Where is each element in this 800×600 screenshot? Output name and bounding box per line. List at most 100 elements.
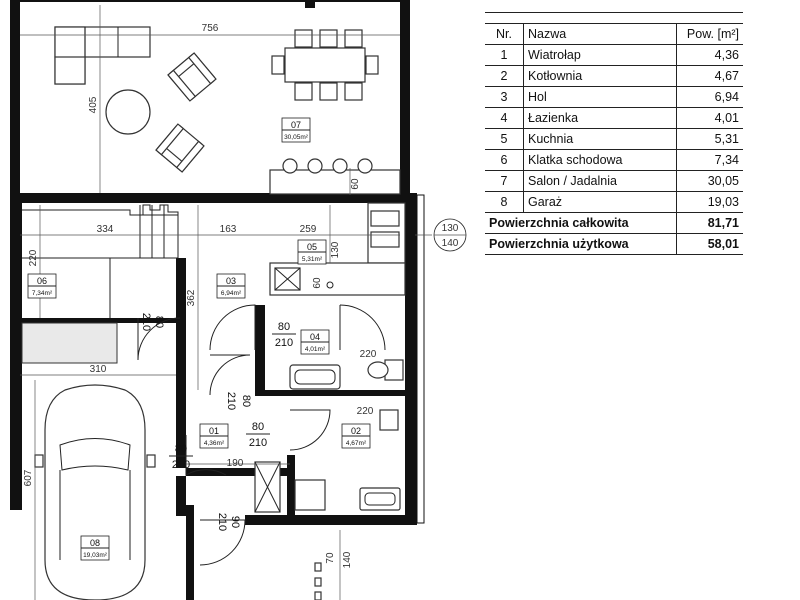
wall-bath-west xyxy=(255,305,265,390)
door-label: 80 210 xyxy=(169,443,193,471)
sofa-icon xyxy=(54,26,151,85)
svg-text:210: 210 xyxy=(225,392,237,410)
room-label-06: 06 7,34m² xyxy=(27,273,57,299)
svg-text:08: 08 xyxy=(90,538,100,548)
usable-area-label: Powierzchnia użytkowa xyxy=(485,233,677,255)
door-swing xyxy=(199,519,246,566)
svg-text:04: 04 xyxy=(310,332,320,342)
svg-text:4,67m²: 4,67m² xyxy=(346,440,367,447)
usable-area-value: 58,01 xyxy=(676,233,743,255)
level-top: 130 xyxy=(442,223,459,234)
door-swing xyxy=(289,409,331,451)
wall-bath-south xyxy=(255,390,405,396)
dimension-label: 60 xyxy=(350,178,361,190)
total-area-label: Powierzchnia całkowita xyxy=(485,212,677,234)
dimension-label: 220 xyxy=(28,249,39,266)
wall-west-lower xyxy=(10,203,22,510)
dimension-label: 756 xyxy=(202,23,219,34)
wall-east-lower xyxy=(405,193,417,523)
kitchen-island-icon xyxy=(269,158,401,195)
shower-arc-icon xyxy=(339,304,386,351)
dimension-label: 334 xyxy=(97,224,114,235)
boiler-icon xyxy=(294,409,401,511)
svg-text:06: 06 xyxy=(37,276,47,286)
dimension-label: 220 xyxy=(360,349,377,360)
svg-text:210: 210 xyxy=(172,459,190,471)
table-header-row: Nr. Nazwa Pow. [m²] xyxy=(485,23,743,45)
door-label: 80 210 xyxy=(246,421,270,449)
svg-text:02: 02 xyxy=(351,426,361,436)
svg-text:03: 03 xyxy=(226,276,236,286)
room-label-08: 08 19,03m² xyxy=(80,535,110,561)
dimension-label: 70 xyxy=(325,552,336,564)
wall-garage-east xyxy=(176,476,186,516)
dimension-label: 60 xyxy=(312,277,323,289)
floor-plan: 756 405 60 334 163 259 220 130 362 310 2… xyxy=(10,0,467,600)
header-area: Pow. [m²] xyxy=(676,23,743,45)
total-area-value: 81,71 xyxy=(676,212,743,234)
room-label-01: 01 4,36m² xyxy=(199,423,229,449)
svg-text:210: 210 xyxy=(275,337,293,349)
door-swing xyxy=(137,317,181,361)
svg-text:01: 01 xyxy=(209,426,219,436)
svg-text:5,31m²: 5,31m² xyxy=(302,256,323,263)
door-swing xyxy=(185,435,227,476)
dimension-label: 607 xyxy=(23,469,34,486)
door-label: 90 210 xyxy=(216,513,241,531)
svg-text:19,03m²: 19,03m² xyxy=(83,552,108,559)
wall-east-upper xyxy=(400,0,410,193)
dimension-label: 310 xyxy=(90,364,107,375)
table-top-rule xyxy=(485,12,743,24)
wall-garage-north xyxy=(20,318,185,323)
svg-text:05: 05 xyxy=(307,242,317,252)
wall-corner-west xyxy=(10,193,20,203)
door-label: 80 210 xyxy=(140,313,165,331)
wall-south-living xyxy=(20,193,405,203)
svg-text:210: 210 xyxy=(249,437,267,449)
room-label-03: 03 6,94m² xyxy=(216,273,246,299)
armchair-icon xyxy=(155,123,205,173)
wall-east-insulation xyxy=(416,194,425,524)
total-area-row: Powierzchnia całkowita 81,71 xyxy=(485,212,743,234)
svg-text:80: 80 xyxy=(252,421,264,433)
toilet-icon xyxy=(367,359,404,381)
wall-boiler-west xyxy=(287,455,295,515)
svg-text:80: 80 xyxy=(278,321,290,333)
wall-vestibule-west xyxy=(176,398,186,468)
door-label: 80 210 xyxy=(225,392,252,410)
garage-shelf xyxy=(21,322,118,364)
floor-plan-drawing: 756 405 60 334 163 259 220 130 362 310 2… xyxy=(10,0,467,600)
room-label-05: 05 5,31m² xyxy=(297,239,327,265)
level-label: 140 xyxy=(342,551,353,568)
level-indicator: 130 140 xyxy=(433,218,467,252)
staircase xyxy=(22,204,179,318)
dimension-label: 220 xyxy=(357,406,374,417)
wall-north-tip xyxy=(305,0,315,8)
svg-text:4,36m²: 4,36m² xyxy=(204,440,225,447)
entrance-steps-icon xyxy=(314,562,322,600)
round-rug-icon xyxy=(105,89,151,135)
wall-hall-west xyxy=(176,258,186,398)
room-label-07: 07 30,05m² xyxy=(281,117,311,143)
header-nr: Nr. xyxy=(485,23,524,45)
svg-text:210: 210 xyxy=(216,513,228,531)
svg-text:210: 210 xyxy=(140,313,152,331)
svg-text:07: 07 xyxy=(291,120,301,130)
dimension-label: 362 xyxy=(186,289,197,306)
svg-text:7,34m²: 7,34m² xyxy=(32,290,53,297)
car-icon xyxy=(34,384,156,600)
dimension-label: 190 xyxy=(227,458,244,469)
usable-area-row: Powierzchnia użytkowa 58,01 xyxy=(485,233,743,255)
dimension-label: 163 xyxy=(220,224,237,235)
header-name: Nazwa xyxy=(523,23,677,45)
wall-north-stub xyxy=(20,0,400,2)
svg-text:30,05m²: 30,05m² xyxy=(284,134,309,141)
room-label-04: 04 4,01m² xyxy=(300,329,330,355)
